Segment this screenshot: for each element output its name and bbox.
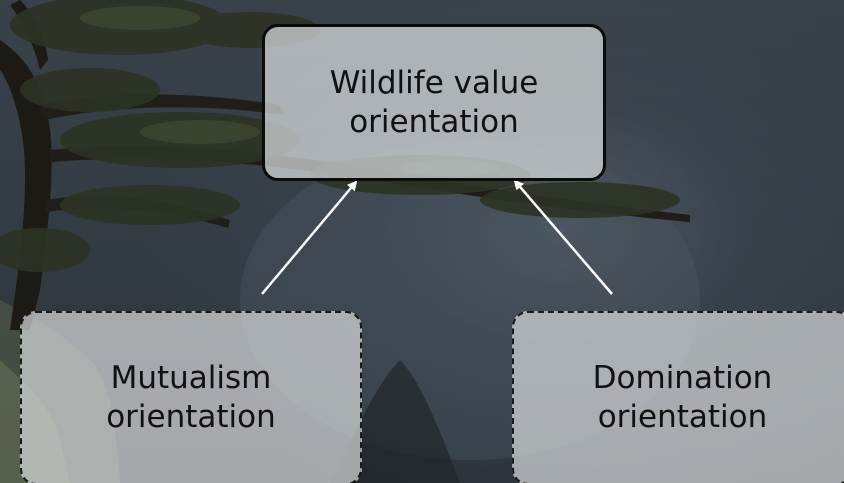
node-label-line2: orientation [349, 103, 519, 140]
wildlife-value-orientation-node[interactable]: Wildlife value orientation [262, 24, 606, 181]
node-label-line1: Wildlife value [329, 64, 539, 101]
node-label-line1: Mutualism [110, 360, 272, 396]
node-label-line1: Domination [592, 360, 773, 396]
mutualism-orientation-node[interactable]: Mutualism orientation [20, 311, 362, 483]
node-label-line2: orientation [597, 399, 768, 435]
node-label-line2: orientation [106, 399, 276, 435]
domination-orientation-node[interactable]: Domination orientation [512, 311, 844, 483]
